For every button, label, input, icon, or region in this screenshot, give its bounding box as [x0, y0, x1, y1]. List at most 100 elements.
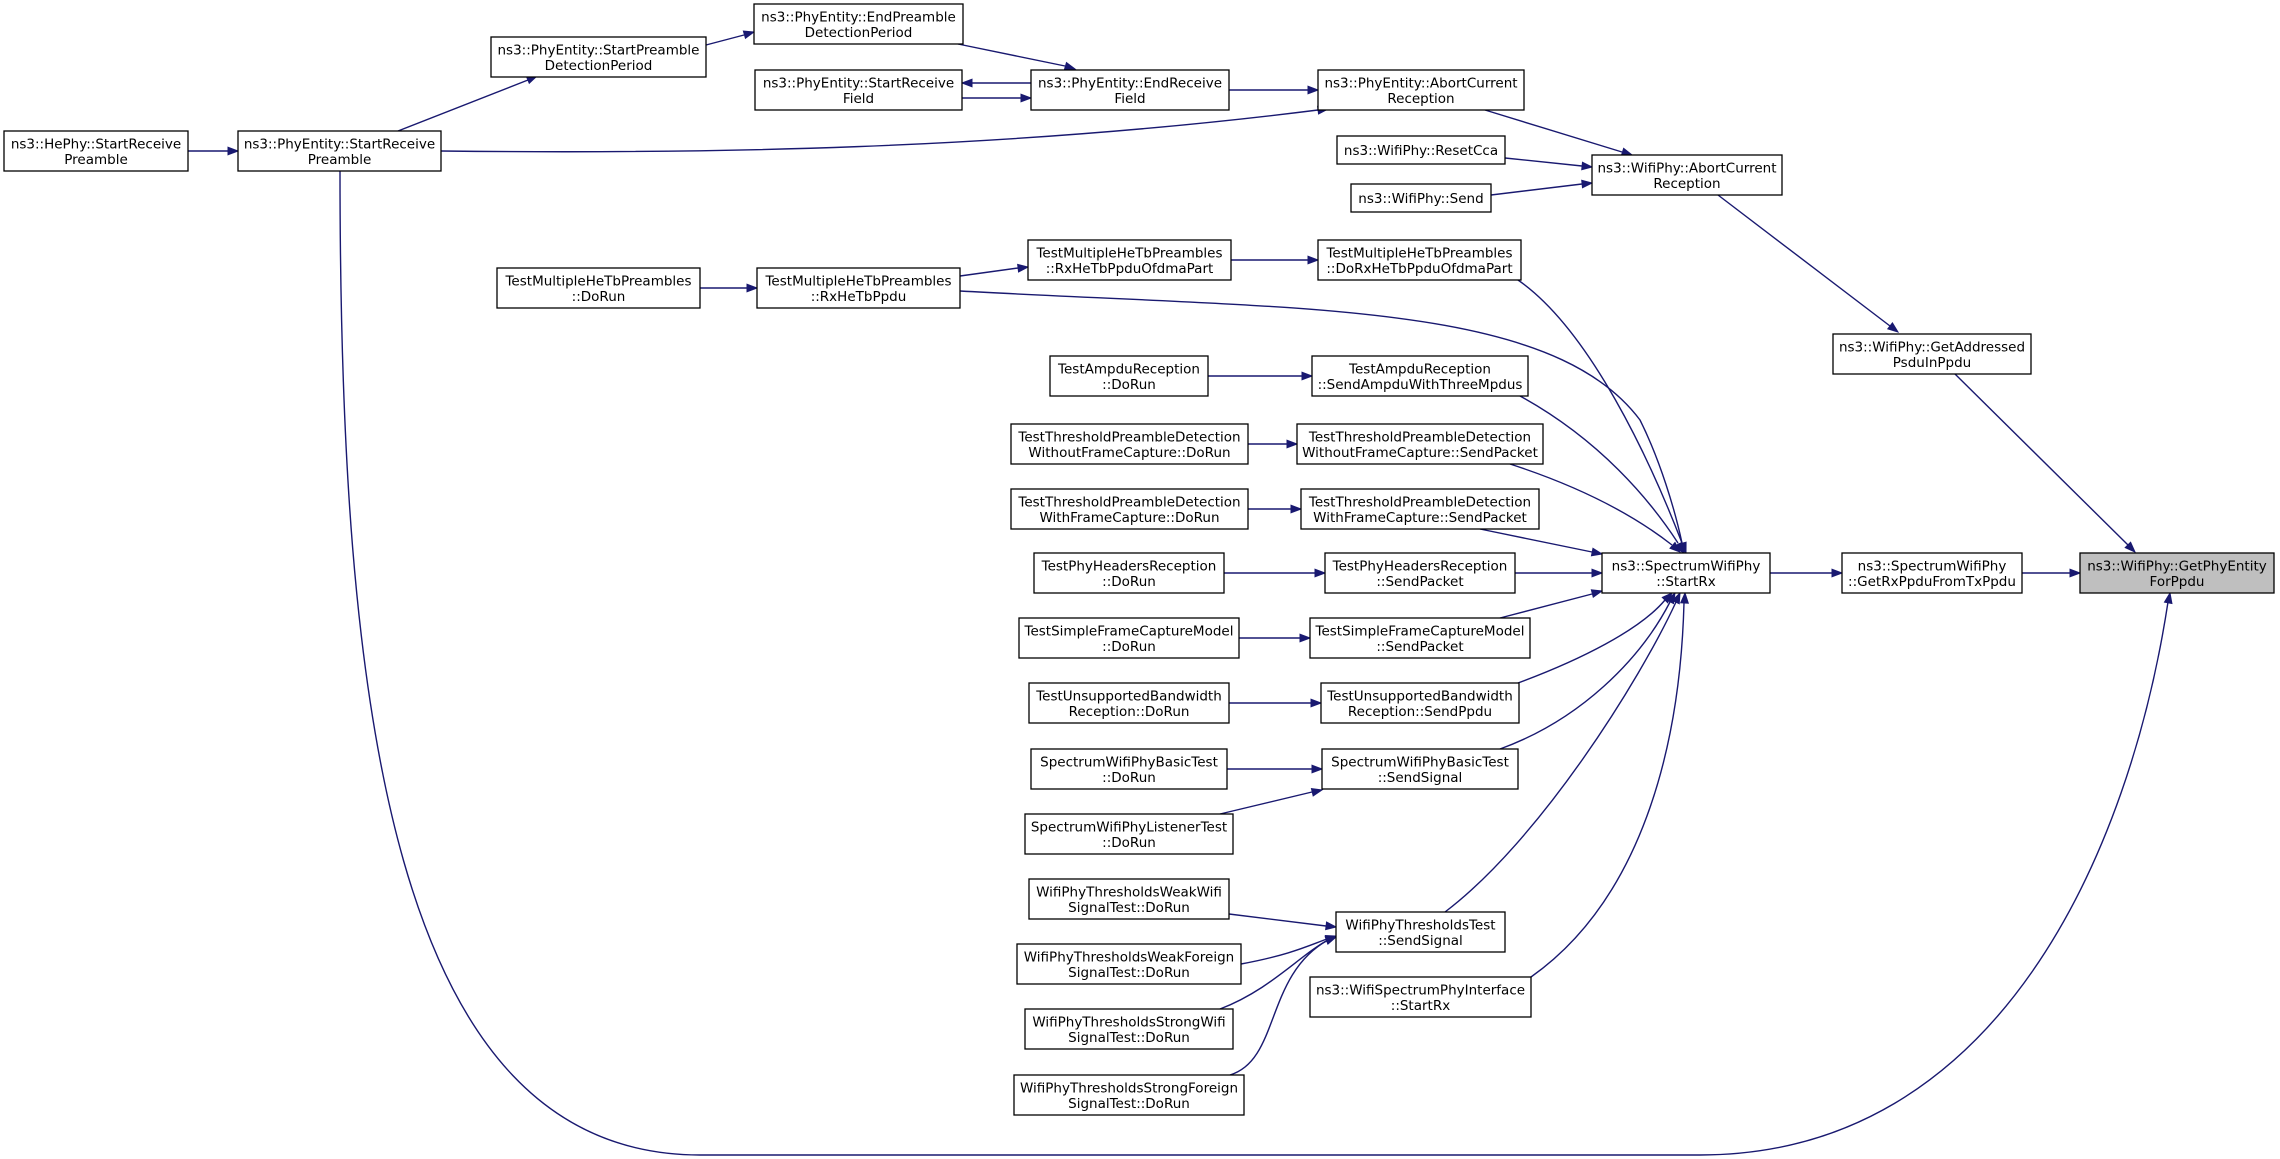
e-startdet-endpre-arrowhead	[742, 30, 756, 40]
node-strongForeignDoRun[interactable]: WifiPhyThresholdsStrongForeignSignalTest…	[1013, 1074, 1245, 1116]
node-strongWifiDoRun[interactable]: WifiPhyThresholdsStrongWifiSignalTest::D…	[1024, 1008, 1234, 1050]
node-spectrumStartRx[interactable]: ns3::SpectrumWifiPhy::StartRx	[1601, 552, 1771, 594]
node-thrWithSend[interactable]: TestThresholdPreambleDetectionWithFrameC…	[1300, 488, 1540, 530]
node-getRxPpduFromTxPpdu[interactable]: ns3::SpectrumWifiPhy::GetRxPpduFromTxPpd…	[1841, 552, 2023, 594]
node-label-line: Reception	[1387, 91, 1454, 107]
node-label-line: Field	[1114, 91, 1145, 107]
e-thresh-startrx	[1444, 591, 1681, 913]
node-box	[754, 69, 963, 111]
e-send-wabort-arrowhead	[1581, 179, 1594, 189]
node-box	[496, 267, 701, 309]
node-rxHeTbPpduOfdmaPart[interactable]: TestMultipleHeTbPreambles::RxHeTbPpduOfd…	[1027, 239, 1232, 281]
node-unsupportedSend[interactable]: TestUnsupportedBandwidthReception::SendP…	[1320, 682, 1520, 724]
e-headersrun-headers	[1224, 568, 1327, 578]
node-box	[756, 267, 961, 309]
e-psdu-focus-arrowhead	[2124, 541, 2136, 553]
node-thrWithDoRun[interactable]: TestThresholdPreambleDetectionWithFrameC…	[1010, 488, 1249, 530]
e-psdu-focus-line	[1954, 373, 2129, 546]
node-label-line: ns3::HePhy::StartReceive	[11, 136, 181, 152]
node-label-line: WithFrameCapture::SendPacket	[1313, 510, 1527, 526]
node-headersDoRun[interactable]: TestPhyHeadersReception::DoRun	[1033, 552, 1225, 594]
node-thrWithoutDoRun[interactable]: TestThresholdPreambleDetectionWithoutFra…	[1010, 423, 1249, 465]
node-sendAmpduWithThreeMpdus[interactable]: TestAmpduReception::SendAmpduWithThreeMp…	[1311, 355, 1529, 397]
node-label-line: Preamble	[64, 152, 128, 168]
node-label-line: ns3::PhyEntity::AbortCurrent	[1324, 75, 1517, 91]
node-doRxHeTbPpduOfdmaPart[interactable]: TestMultipleHeTbPreambles::DoRxHeTbPpduO…	[1317, 239, 1522, 281]
e-startrx-rxppdu-arrowhead	[1831, 568, 1844, 578]
e-weakforeign-thresh-line	[1240, 938, 1328, 965]
node-weakWifiDoRun[interactable]: WifiPhyThresholdsWeakWifiSignalTest::DoR…	[1028, 878, 1230, 920]
node-rxHeTbPpdu[interactable]: TestMultipleHeTbPreambles::RxHeTbPpdu	[756, 267, 961, 309]
node-listenerDoRun[interactable]: SpectrumWifiPhyListenerTest::DoRun	[1024, 813, 1234, 855]
node-weakForeignDoRun[interactable]: WifiPhyThresholdsWeakForeignSignalTest::…	[1016, 943, 1242, 985]
node-box	[1841, 552, 2023, 594]
node-box	[1027, 239, 1232, 281]
e-startdet-endpre	[705, 30, 756, 46]
node-endPreambleDetectionPeriod[interactable]: ns3::PhyEntity::EndPreambleDetectionPeri…	[753, 3, 964, 45]
e-endrx-phyabort-arrowhead	[1307, 85, 1320, 95]
node-box	[753, 3, 964, 45]
node-label-line: TestAmpduReception	[1057, 361, 1200, 377]
e-weakwifi-thresh-line	[1228, 913, 1327, 927]
e-endpre-endrx-arrowhead	[1063, 61, 1077, 71]
node-ampduDoRun[interactable]: TestAmpduReception::DoRun	[1049, 355, 1209, 397]
node-label-line: TestAmpduReception	[1348, 361, 1491, 377]
node-label-line: ::DoRxHeTbPpduOfdmaPart	[1326, 261, 1512, 277]
e-startrxpre-phyabort-line	[440, 109, 1319, 153]
node-box	[1016, 943, 1242, 985]
node-captureDoRun[interactable]: TestSimpleFrameCaptureModel::DoRun	[1018, 617, 1240, 659]
node-label-line: WithFrameCapture::DoRun	[1039, 510, 1219, 526]
e-thrworun-thrwo-arrowhead	[1286, 439, 1299, 449]
node-resetCca[interactable]: ns3::WifiPhy::ResetCca	[1336, 135, 1506, 165]
node-headersSend[interactable]: TestPhyHeadersReception::SendPacket	[1324, 552, 1516, 594]
node-label-line: TestSimpleFrameCaptureModel	[1024, 623, 1234, 639]
e-strongforeign-thresh-arrowhead	[1324, 936, 1338, 945]
e-psdu-focus	[1954, 373, 2136, 553]
node-label-line: ns3::PhyEntity::EndReceive	[1038, 75, 1222, 91]
node-label-line: ::SendSignal	[1378, 933, 1463, 949]
e-rxtb-ofdma-arrowhead	[1017, 263, 1030, 273]
e-send-wabort	[1490, 179, 1594, 196]
e-abort-psdu-line	[1717, 194, 1891, 327]
e-unsuprun-unsup-arrowhead	[1310, 698, 1323, 708]
node-spectrumIfStartRx[interactable]: ns3::WifiSpectrumPhyInterface::StartRx	[1309, 976, 1532, 1018]
node-thresholdsSendSignal[interactable]: WifiPhyThresholdsTest::SendSignal	[1335, 911, 1506, 953]
e-endrx-startfield	[960, 78, 1031, 88]
e-headersrun-headers-arrowhead	[1314, 568, 1327, 578]
e-focus-startrxpre-arrowhead	[2163, 591, 2173, 605]
e-resetcca-wabort-line	[1504, 157, 1583, 167]
node-basicSendSignal[interactable]: SpectrumWifiPhyBasicTest::SendSignal	[1321, 748, 1519, 790]
node-wifiSend[interactable]: ns3::WifiPhy::Send	[1350, 183, 1492, 213]
node-captureSend[interactable]: TestSimpleFrameCaptureModel::SendPacket	[1309, 617, 1531, 659]
node-label-line: ::DoRun	[572, 289, 626, 305]
e-he-startrxpre	[188, 146, 240, 156]
e-endpre-endrx	[957, 43, 1077, 71]
e-listener-basic	[1219, 788, 1324, 815]
node-multipleHeTbDoRun[interactable]: TestMultipleHeTbPreambles::DoRun	[496, 267, 701, 309]
e-weakwifi-thresh-arrowhead	[1325, 921, 1338, 931]
node-label-line: WifiPhyThresholdsStrongForeign	[1020, 1080, 1238, 1096]
e-focus-startrxpre-line	[339, 170, 2169, 1156]
node-label-line: TestThresholdPreambleDetection	[1017, 429, 1240, 445]
node-startPreambleDetectionPeriod[interactable]: ns3::PhyEntity::StartPreambleDetectionPe…	[490, 36, 707, 78]
e-unsup-startrx-line	[1517, 599, 1666, 684]
call-edges	[188, 30, 2173, 1156]
e-strongforeign-thresh-line	[1229, 939, 1329, 1076]
node-thrWithoutSend[interactable]: TestThresholdPreambleDetectionWithoutFra…	[1296, 423, 1544, 465]
node-label-line: ::StartRx	[1391, 998, 1450, 1014]
e-capture-startrx-arrowhead	[1590, 589, 1604, 599]
node-label-line: Reception::DoRun	[1069, 704, 1190, 720]
node-box	[1350, 183, 1492, 213]
node-box	[1317, 239, 1522, 281]
node-basicDoRun[interactable]: SpectrumWifiPhyBasicTest::DoRun	[1030, 748, 1228, 790]
